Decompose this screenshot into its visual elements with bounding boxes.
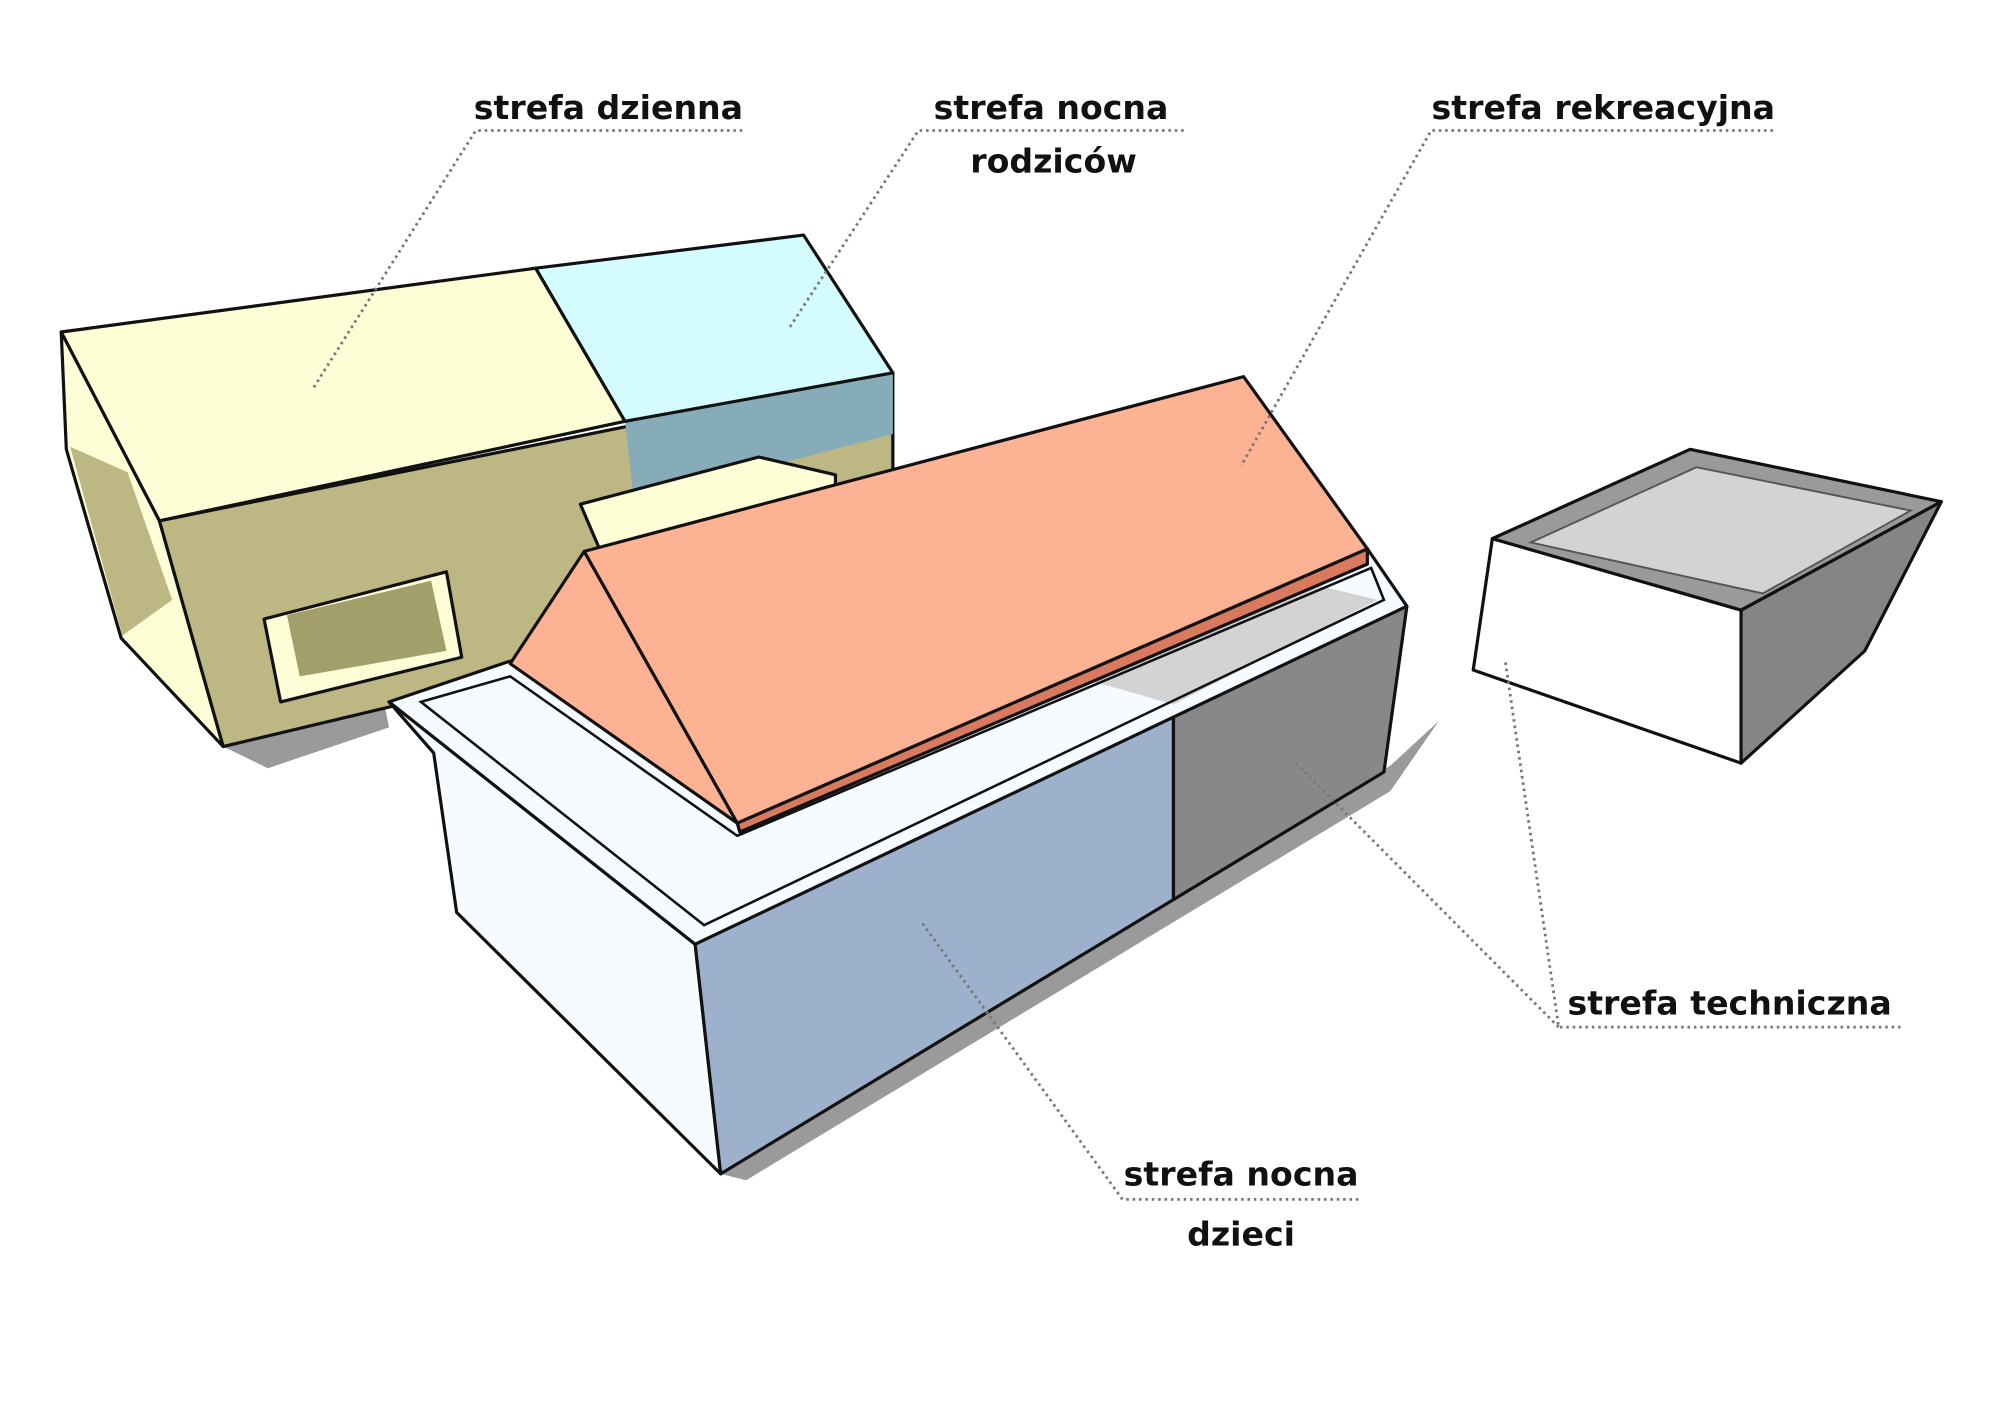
inner-rim bbox=[418, 566, 1386, 927]
label-children-night-zone-2: dzieci bbox=[1187, 1214, 1295, 1253]
left-building bbox=[59, 233, 895, 749]
technical-zone-top bbox=[1084, 580, 1378, 705]
label-technical-zone: strefa techniczna bbox=[1567, 983, 1891, 1022]
label-parents-night-zone: strefa nocna bbox=[934, 88, 1169, 127]
gable-interior-shade bbox=[70, 446, 173, 636]
parents-zone-roof bbox=[534, 233, 895, 423]
leader-lines bbox=[311, 129, 1901, 1201]
technical-box bbox=[1471, 447, 1943, 765]
window-reveal bbox=[286, 580, 447, 677]
label-recreation-zone: strefa rekreacyjna bbox=[1432, 88, 1775, 127]
label-children-night-zone: strefa nocna bbox=[1124, 1154, 1359, 1193]
recreation-roof bbox=[582, 375, 1369, 825]
label-day-zone: strefa dzienna bbox=[474, 88, 743, 127]
label-parents-night-zone-2: rodziców bbox=[970, 142, 1137, 181]
box-inner-floor bbox=[1527, 466, 1914, 595]
parents-zone-wall bbox=[625, 372, 893, 502]
